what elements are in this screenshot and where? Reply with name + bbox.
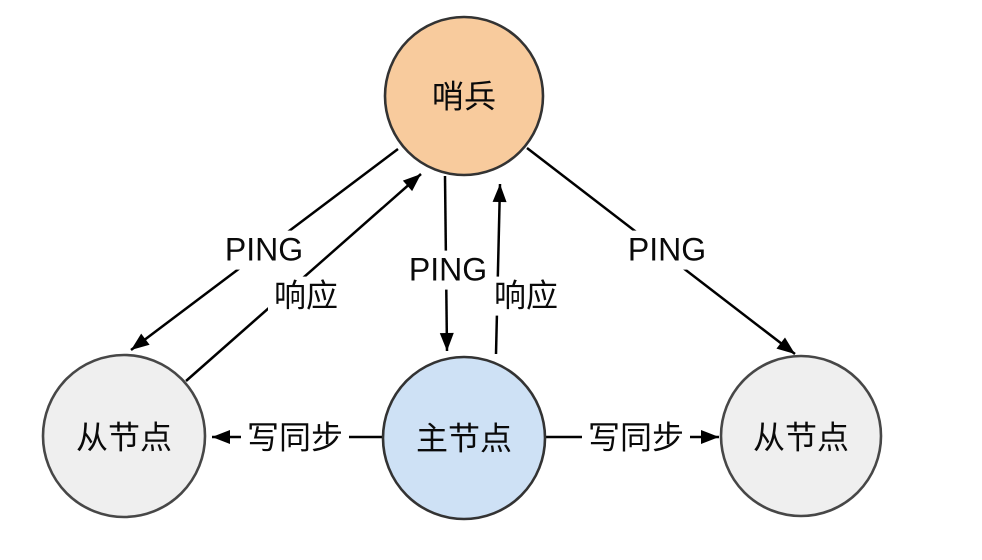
node-sentinel-label: 哨兵 bbox=[431, 78, 497, 115]
edge-ping-middle-label: PING bbox=[402, 250, 494, 290]
node-master bbox=[381, 355, 547, 521]
node-slave-left bbox=[41, 353, 207, 519]
node-slave-right bbox=[719, 354, 883, 518]
edge-response-left-label: 响应 bbox=[267, 276, 345, 316]
edge-write-sync-left-label: 写同步 bbox=[240, 418, 350, 458]
node-slave-right-label: 从节点 bbox=[752, 419, 850, 456]
edge-ping-left-label: PING bbox=[218, 230, 310, 270]
node-sentinel bbox=[383, 15, 545, 177]
edge-write-sync-right-label: 写同步 bbox=[581, 418, 691, 458]
edge-response-middle-label: 响应 bbox=[487, 276, 565, 316]
edge-response-middle bbox=[492, 183, 507, 355]
node-master-label: 主节点 bbox=[415, 420, 513, 457]
node-slave-left-label: 从节点 bbox=[75, 419, 173, 456]
edge-ping-right-label: PING bbox=[621, 230, 713, 270]
